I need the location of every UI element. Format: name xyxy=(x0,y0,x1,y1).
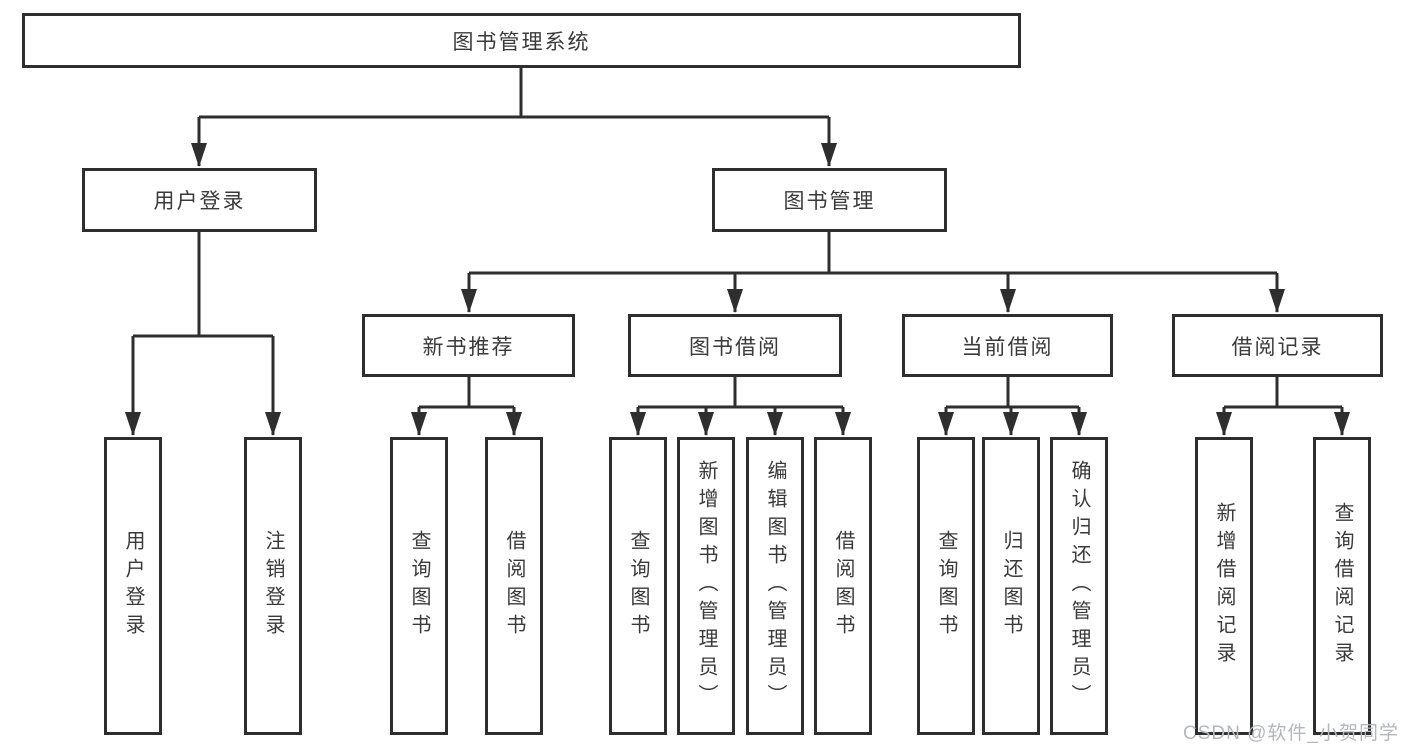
leaf-record-add: 新增借阅记录 xyxy=(1195,437,1253,735)
node-book-management: 图书管理 xyxy=(712,168,947,232)
leaf-current-query: 查询图书 xyxy=(917,437,975,735)
watermark-text: CSDN @软件_小贺同学 xyxy=(1183,723,1399,744)
node-book-borrow: 图书借阅 xyxy=(628,314,842,377)
leaf-borrow-borrow: 借阅图书 xyxy=(814,437,872,735)
leaf-logout: 注销登录 xyxy=(244,437,302,735)
leaf-record-query: 查询借阅记录 xyxy=(1313,437,1371,735)
node-root: 图书管理系统 xyxy=(22,13,1021,68)
node-current-borrow: 当前借阅 xyxy=(902,314,1113,377)
node-user-login: 用户登录 xyxy=(82,168,317,232)
leaf-newbook-borrow: 借阅图书 xyxy=(485,437,543,735)
leaf-user-login: 用户登录 xyxy=(104,437,162,735)
leaf-current-return: 归还图书 xyxy=(982,437,1040,735)
node-new-book-recommend: 新书推荐 xyxy=(362,314,575,377)
leaf-current-confirm: 确认归还（管理员） xyxy=(1050,437,1108,735)
leaf-borrow-query: 查询图书 xyxy=(609,437,667,735)
leaf-borrow-edit: 编辑图书（管理员） xyxy=(746,437,804,735)
leaf-borrow-add: 新增图书（管理员） xyxy=(677,437,735,735)
node-borrow-record: 借阅记录 xyxy=(1172,314,1383,377)
leaf-newbook-query: 查询图书 xyxy=(390,437,448,735)
